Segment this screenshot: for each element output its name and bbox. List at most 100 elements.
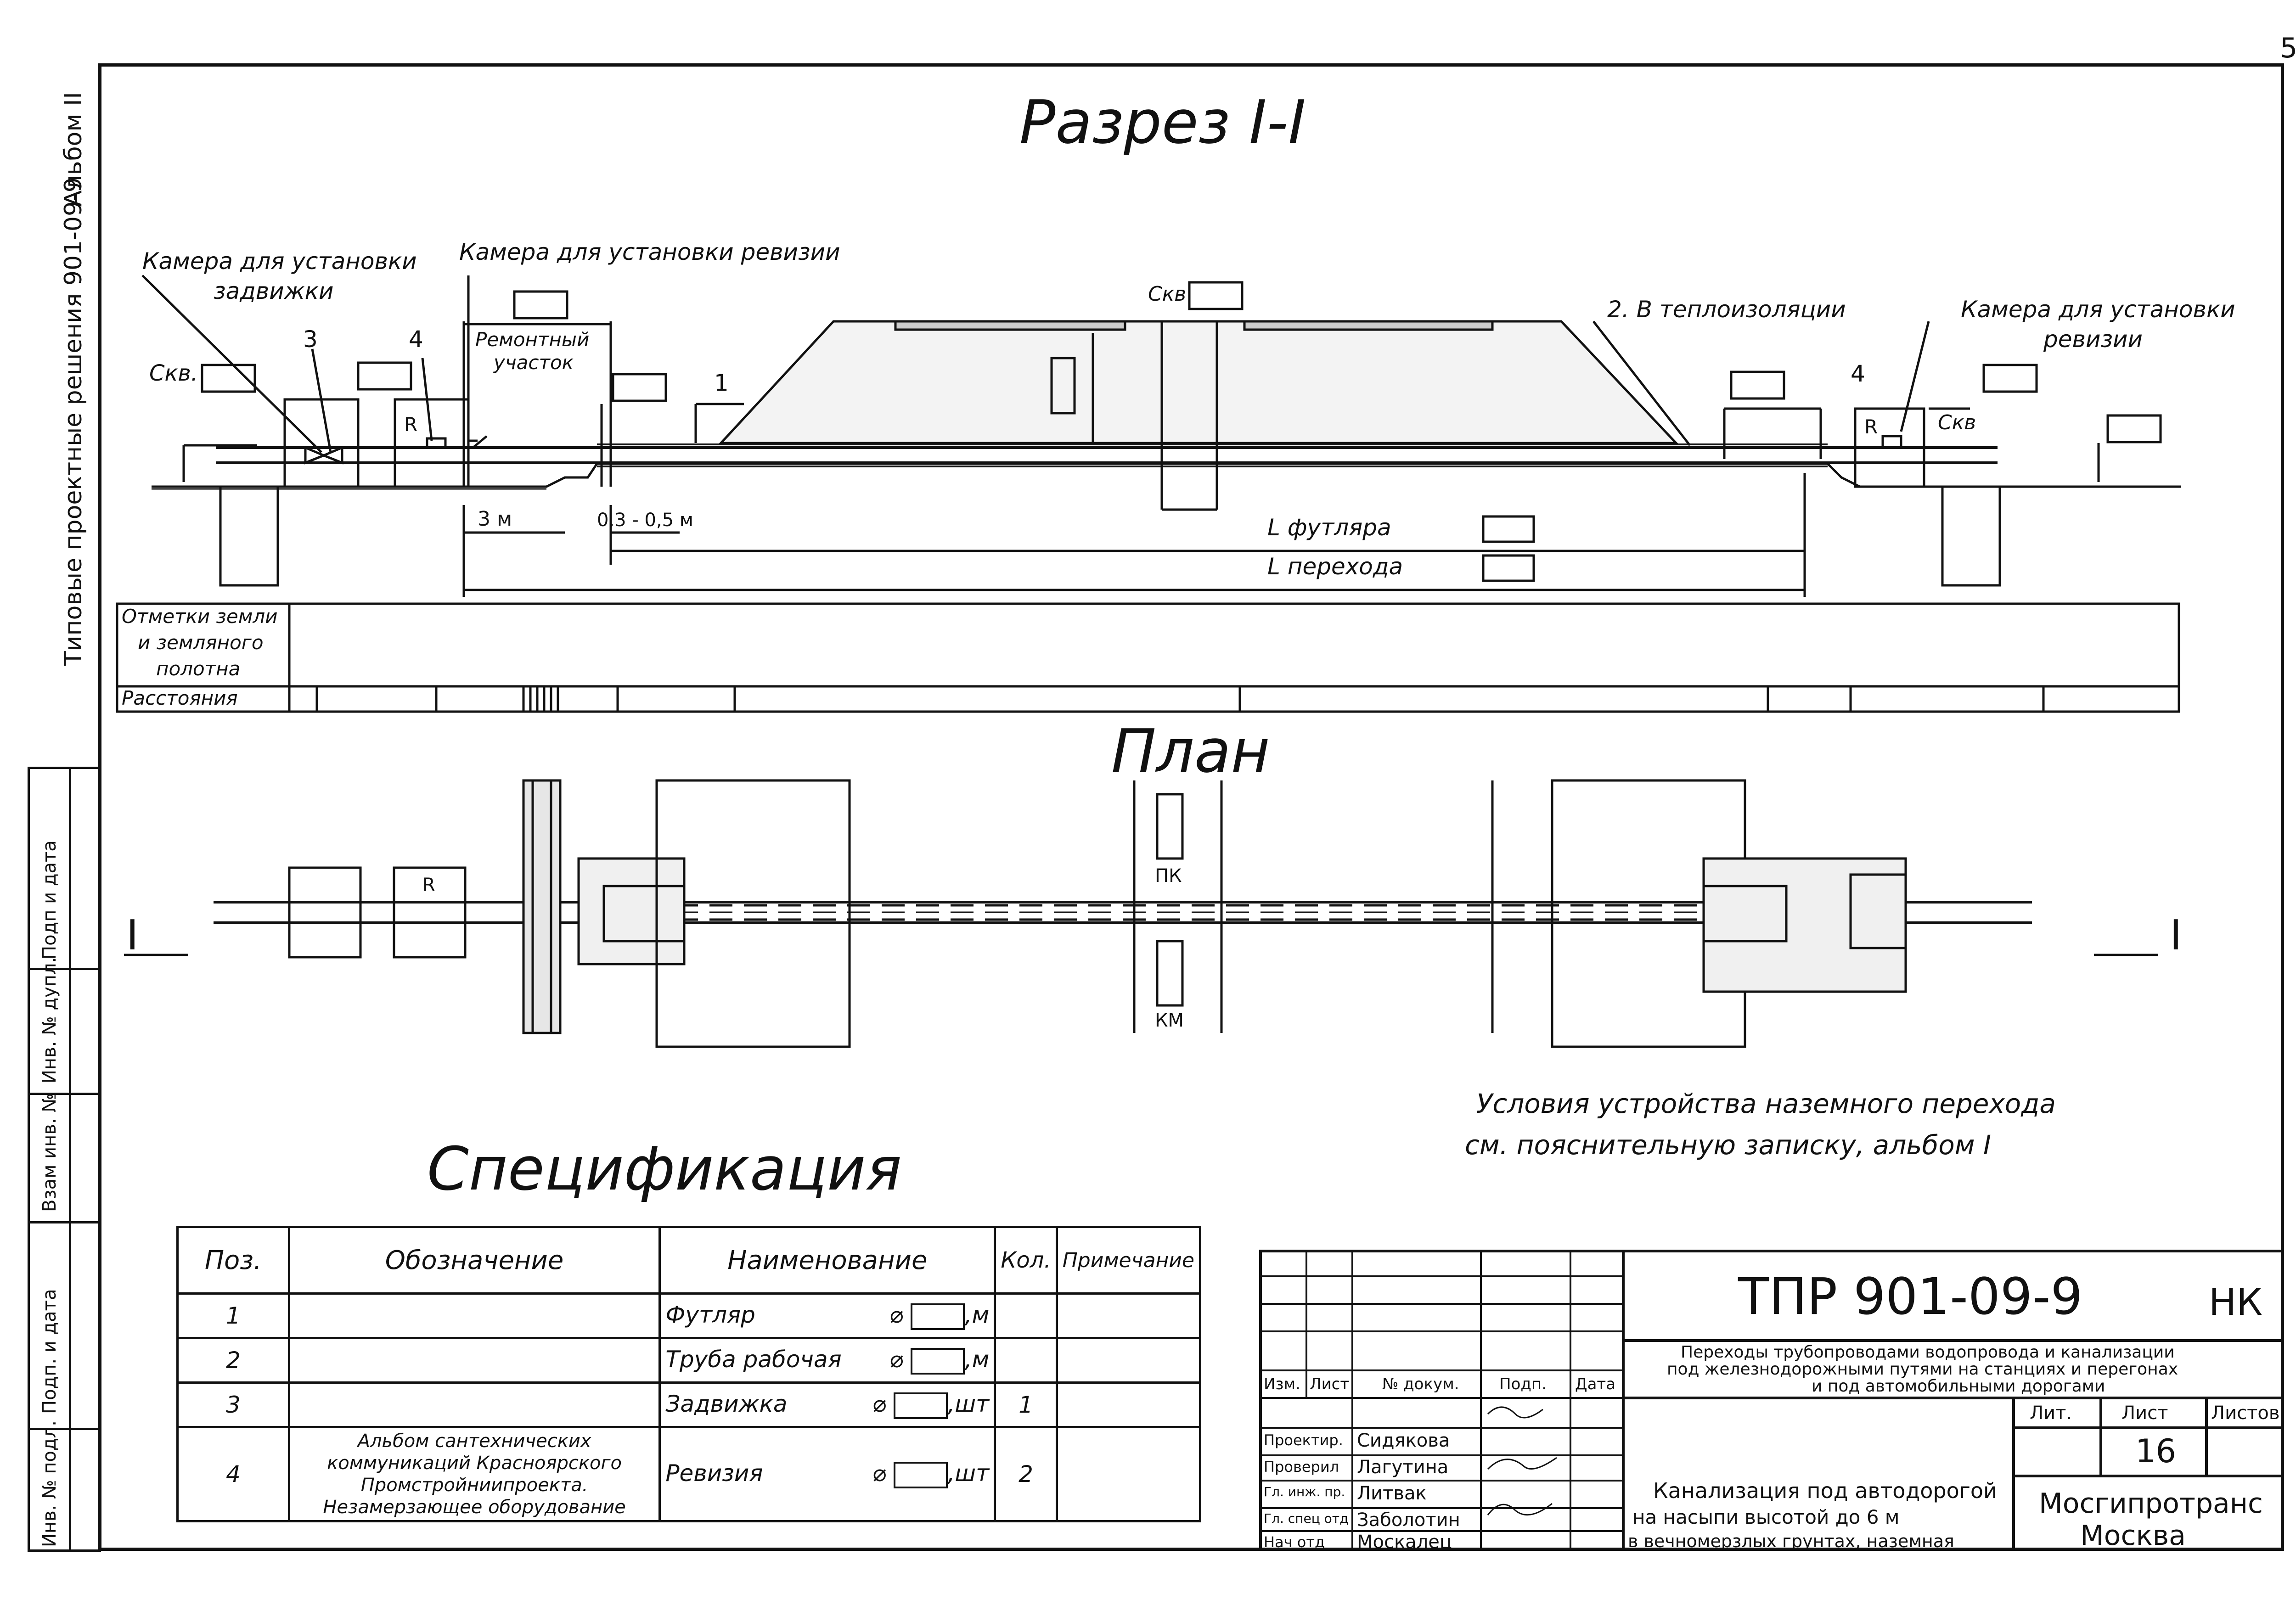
drawing-name-1: Канализация под автодорогой bbox=[1653, 1478, 1997, 1503]
repair-label-2: участок bbox=[494, 351, 574, 374]
title-desc-1: Переходы трубопроводами водопровода и ка… bbox=[1681, 1343, 2175, 1362]
spec-pos: 2 bbox=[176, 1337, 290, 1384]
insulation-label: 2. В теплоизоляции bbox=[1607, 296, 1846, 323]
spec-name-cell: Ревизия ⌀ ,шт bbox=[658, 1426, 996, 1522]
spec-designation bbox=[287, 1292, 661, 1339]
l-crossing-label: L перехода bbox=[1267, 553, 1403, 580]
table-row: 1 Футляр ⌀ ,м bbox=[176, 1292, 1202, 1339]
spec-note bbox=[1055, 1337, 1202, 1384]
org-city: Москва bbox=[2080, 1520, 2186, 1552]
r-left: R bbox=[404, 413, 418, 436]
role: Нач отд bbox=[1264, 1533, 1325, 1551]
r-right: R bbox=[1864, 415, 1878, 438]
spec-header-name: Наименование bbox=[658, 1226, 996, 1295]
drawing-name-3: в вечномерзлых грунтах, наземная bbox=[1628, 1531, 1954, 1551]
sheet-label: Лист bbox=[2122, 1403, 2168, 1424]
drawing-name-2: на насыпи высотой до 6 м bbox=[1632, 1506, 1900, 1528]
skv-left-label: Скв. bbox=[149, 360, 198, 386]
diameter-icon: ⌀ bbox=[872, 1460, 886, 1487]
spec-designation bbox=[287, 1381, 661, 1428]
dim-0305: 0,3 - 0,5 м bbox=[597, 510, 693, 531]
repair-label: Ремонтный bbox=[475, 328, 590, 351]
mark-1: 1 bbox=[714, 370, 729, 396]
spec-header-note: Примечание bbox=[1055, 1226, 1202, 1295]
mark-4-left: 4 bbox=[409, 326, 423, 353]
spec-pos: 3 bbox=[176, 1381, 290, 1428]
spec-note bbox=[1055, 1381, 1202, 1428]
table-row: 2 Труба рабочая ⌀ ,м bbox=[176, 1337, 1202, 1384]
camera-valve-label: Камера для установки bbox=[142, 248, 417, 275]
spec-header-pos: Поз. bbox=[176, 1226, 290, 1295]
title-desc-3: и под автомобильными дорогами bbox=[1812, 1377, 2105, 1396]
spec-header-qty: Кол. bbox=[994, 1226, 1058, 1295]
spec-name-cell: Задвижка ⌀ ,шт bbox=[658, 1381, 996, 1428]
role: Гл. инж. пр. bbox=[1264, 1484, 1345, 1499]
spec-name: Ревизия bbox=[665, 1460, 763, 1487]
note-line-2: см. пояснительную записку, альбом I bbox=[1465, 1129, 1992, 1161]
spec-note bbox=[1055, 1426, 1202, 1522]
skv-right-label: Скв bbox=[1938, 411, 1976, 434]
plan-r: R bbox=[422, 875, 435, 896]
spec-qty bbox=[994, 1337, 1058, 1384]
role-name: Заболотин bbox=[1357, 1510, 1460, 1531]
skv-top-label: Скв bbox=[1148, 282, 1187, 306]
head-date: Дата bbox=[1575, 1375, 1616, 1393]
l-case-label: L футляра bbox=[1267, 514, 1391, 541]
plan-section-mark-left: I bbox=[126, 911, 139, 960]
role-name: Литвак bbox=[1357, 1483, 1427, 1504]
spec-name: Футляр bbox=[665, 1302, 755, 1329]
table-row: 4 Альбом сантехнических коммуникаций Кра… bbox=[176, 1426, 1202, 1522]
mark-3: 3 bbox=[303, 326, 318, 353]
spec-name-cell: Футляр ⌀ ,м bbox=[658, 1292, 996, 1339]
spec-name: Труба рабочая bbox=[665, 1346, 842, 1373]
table-row: 3 Задвижка ⌀ ,шт 1 bbox=[176, 1381, 1202, 1428]
role: Проверил bbox=[1264, 1458, 1339, 1476]
spec-unit: ,м bbox=[964, 1346, 990, 1373]
camera-valve-label-2: задвижки bbox=[214, 278, 334, 304]
spec-name: Задвижка bbox=[665, 1391, 788, 1418]
plan-km: КМ bbox=[1155, 1010, 1184, 1031]
plan-title: План bbox=[1111, 716, 1270, 786]
diameter-icon: ⌀ bbox=[889, 1346, 903, 1373]
spec-pos: 1 bbox=[176, 1292, 290, 1339]
diameter-icon: ⌀ bbox=[872, 1391, 886, 1418]
profile-row-marks-2: и земляного bbox=[138, 631, 264, 654]
title-desc-2: под железнодорожными путями на станциях … bbox=[1667, 1360, 2178, 1379]
head-izm: Изм. bbox=[1264, 1375, 1300, 1393]
spec-unit: ,шт bbox=[947, 1460, 990, 1487]
dim-3m: 3 м bbox=[478, 507, 512, 531]
head-podp: Подп. bbox=[1499, 1375, 1547, 1393]
sheet-value: 16 bbox=[2135, 1432, 2177, 1470]
spec-pos: 4 bbox=[176, 1426, 290, 1522]
profile-row-distances: Расстояния bbox=[122, 687, 238, 709]
role-name: Сидякова bbox=[1357, 1430, 1450, 1451]
diameter-icon: ⌀ bbox=[889, 1302, 903, 1329]
spec-qty: 1 bbox=[994, 1381, 1058, 1428]
spec-qty: 2 bbox=[994, 1426, 1058, 1522]
plan-pk: ПК bbox=[1155, 865, 1182, 887]
spec-table: Поз. Обозначение Наименование Кол. Приме… bbox=[176, 1226, 1202, 1522]
mark-4-right: 4 bbox=[1851, 360, 1865, 387]
spec-header-designation: Обозначение bbox=[287, 1226, 661, 1295]
drawing-frame bbox=[98, 63, 2284, 1551]
org-name: Мосгипротранс bbox=[2039, 1487, 2263, 1520]
spec-designation bbox=[287, 1337, 661, 1384]
note-line-1: Условия устройства наземного перехода bbox=[1476, 1088, 2056, 1119]
lit-label: Лит. bbox=[2030, 1403, 2072, 1424]
profile-row-marks-3: полотна bbox=[156, 657, 241, 680]
spec-unit: ,шт bbox=[947, 1391, 990, 1418]
title-code: ТПР 901-09-9 bbox=[1738, 1267, 2083, 1326]
role: Гл. спец отд bbox=[1264, 1511, 1349, 1526]
spec-name-cell: Труба рабочая ⌀ ,м bbox=[658, 1337, 996, 1384]
role: Проектир. bbox=[1264, 1431, 1343, 1449]
profile-row-marks: Отметки земли bbox=[122, 605, 278, 628]
section-title: Разрез I-I bbox=[1019, 87, 1306, 157]
role-name: Лагутина bbox=[1357, 1457, 1449, 1478]
page-number: 54 bbox=[2280, 32, 2296, 64]
table-row: Поз. Обозначение Наименование Кол. Приме… bbox=[176, 1226, 1202, 1295]
embankment bbox=[718, 320, 1679, 444]
spec-unit: ,м bbox=[964, 1302, 990, 1329]
spec-title: Спецификация bbox=[427, 1134, 902, 1204]
head-doc: № докум. bbox=[1382, 1375, 1459, 1393]
